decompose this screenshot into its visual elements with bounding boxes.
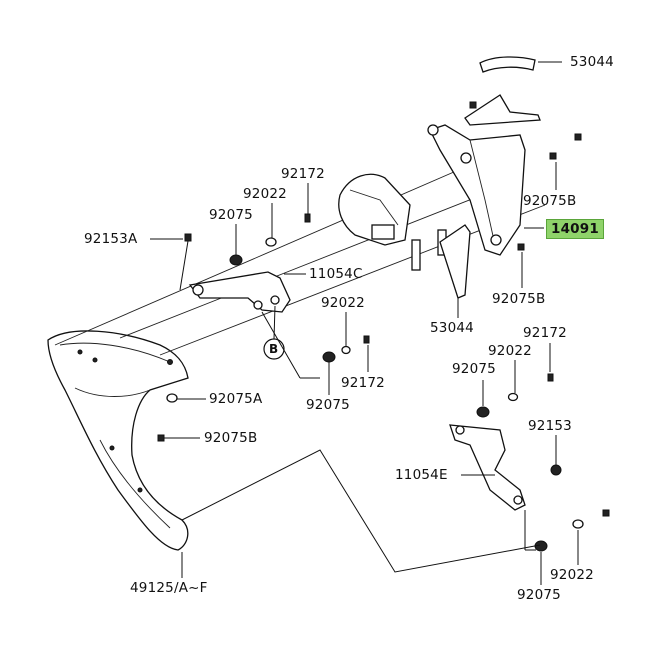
label-92022-b: 92022 (321, 295, 365, 311)
label-92075-b: 92075 (306, 397, 350, 413)
bracket-11054e-part (449, 424, 526, 511)
label-11054e: 11054E (395, 467, 448, 483)
label-92153: 92153 (528, 418, 572, 434)
label-53044-bottom: 53044 (430, 320, 474, 336)
rubber-strip-53044-bottom (439, 224, 471, 299)
stay-14091-part (427, 94, 541, 256)
rubber-strip-53044-top (479, 56, 536, 73)
label-92172-c: 92172 (523, 325, 567, 341)
label-92075a: 92075A (209, 391, 263, 407)
label-53044-top: 53044 (570, 54, 614, 70)
label-92022-a: 92022 (243, 186, 287, 202)
callout-b-label: B (269, 342, 279, 356)
headlight-assembly-part (338, 173, 447, 271)
label-92075-a: 92075 (209, 207, 253, 223)
screws-upper-right (469, 101, 582, 251)
label-92022-c: 92022 (488, 343, 532, 359)
label-92075b-b: 92075B (492, 291, 546, 307)
label-92075b-a: 92075B (523, 193, 577, 209)
hardware-middle (157, 335, 370, 442)
label-14091-highlighted: 14091 (546, 219, 604, 239)
label-49125: 49125/A~F (130, 580, 208, 596)
hardware-lower-right (476, 373, 610, 552)
label-92075b-c: 92075B (204, 430, 258, 446)
hardware-upper-left (179, 213, 311, 291)
label-92022-d: 92022 (550, 567, 594, 583)
upper-cowl-part (47, 330, 189, 551)
label-92075-c: 92075 (452, 361, 496, 377)
label-11054c: 11054C (309, 266, 363, 282)
label-92153a: 92153A (84, 231, 138, 247)
label-92172-a: 92172 (281, 166, 325, 182)
label-92172-b: 92172 (341, 375, 385, 391)
leader-lines (150, 61, 579, 585)
bracket-11054c-part (188, 271, 291, 313)
label-92075-d: 92075 (517, 587, 561, 603)
